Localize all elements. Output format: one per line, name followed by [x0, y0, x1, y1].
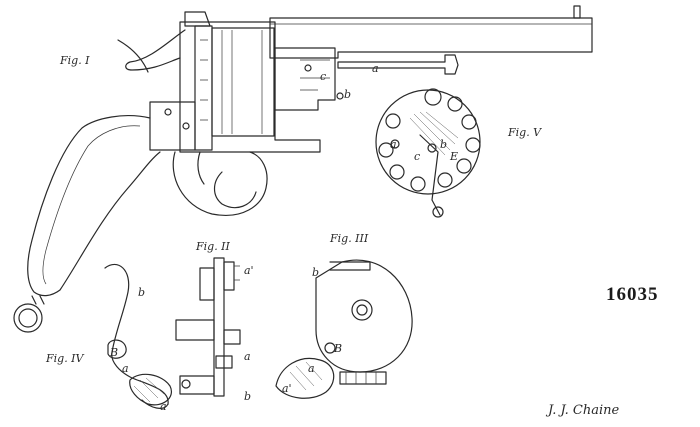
front-sight [573, 5, 581, 19]
hatching [409, 111, 459, 156]
fig2-label-a: a [244, 350, 251, 363]
fig3-label-B: B [333, 342, 342, 355]
inventor-signature: J. J. Chaine [545, 403, 620, 418]
middle-latch [223, 329, 241, 345]
fig3-disc: b B a' a Fig. III [275, 232, 413, 399]
hammer-spur [117, 39, 149, 73]
disc-hub-inner [356, 304, 368, 316]
fig2-label-a1: a' [244, 264, 254, 277]
lower-latch [215, 355, 233, 369]
plate-screw-2 [182, 122, 190, 130]
latch-hatch [289, 361, 323, 391]
gate-screw [304, 64, 312, 72]
fig3-label-b: b [312, 266, 319, 279]
plate-screw-1 [164, 108, 172, 116]
frame [179, 21, 321, 153]
grip-part-outline [104, 263, 169, 409]
fig5-caption: Fig. V [507, 126, 542, 139]
gate-pin [336, 92, 344, 100]
fig2-caption: Fig. II [195, 240, 231, 253]
fig2-label-b: b [244, 390, 251, 403]
fig5-label-e: E [449, 150, 458, 163]
fig1-caption: Fig. I [59, 54, 90, 67]
fig4-label-b: b [138, 286, 145, 299]
fig1-revolver: Fig. I a b c [13, 5, 593, 333]
recoil-shield-ticks [200, 39, 208, 121]
grip-inner-outline [42, 125, 141, 285]
fig3-label-a: a [308, 362, 315, 375]
disc-outline [315, 259, 413, 373]
middle-arm [175, 319, 215, 341]
fig4-label-a: a [122, 362, 129, 375]
chambers [378, 88, 481, 192]
cylinder [211, 27, 275, 137]
lanyard-ring [13, 303, 43, 333]
hammer [125, 29, 186, 71]
fig1-label-c: c [320, 70, 326, 83]
cylinder-face [375, 89, 481, 195]
disc-notch [329, 261, 371, 271]
trigger [197, 151, 205, 185]
grip [27, 115, 161, 297]
fig4-grip-part: b B a a' Fig. IV [45, 263, 172, 413]
pivot-b [107, 339, 127, 359]
lanyard-ring-inner [18, 308, 38, 328]
fig1-label-b: b [344, 88, 351, 101]
side-plate [149, 101, 196, 151]
upper-block [199, 267, 215, 301]
fig1-label-a: a [372, 62, 379, 75]
base-ridges [345, 372, 377, 384]
extractor-arm [419, 134, 441, 216]
ejector-rod [337, 54, 459, 75]
lower-pin [181, 379, 191, 389]
fig5-label-a: a [390, 138, 397, 151]
disc-base [339, 371, 387, 385]
trigger-guard [172, 151, 268, 216]
latch-a [275, 357, 335, 399]
trigger-guard-inner [213, 171, 257, 209]
lanyard-loop [31, 295, 45, 305]
recoil-shield [194, 25, 213, 151]
barrel [269, 17, 593, 59]
fig5-label-b: b [440, 138, 447, 151]
gate-detail-lines [300, 59, 330, 91]
upper-pawl [223, 261, 235, 291]
disc-hub [351, 299, 373, 321]
lever-a [129, 373, 172, 406]
fig5-cylinder-end-view: a b c E Fig. V [375, 88, 542, 218]
latch-pin [324, 342, 336, 354]
center-hub [427, 143, 437, 153]
fig3-label-a1: a' [282, 382, 292, 395]
fig4-caption: Fig. IV [45, 352, 85, 365]
pin-a [390, 139, 400, 149]
fig3-caption: Fig. III [329, 232, 369, 245]
lever-hatch [133, 377, 165, 403]
fig2-lock-section: a' a b Fig. II [175, 240, 254, 403]
pawl-ticks [234, 265, 240, 281]
cylinder-flutes [221, 30, 263, 134]
fig4-label-a1: a' [160, 400, 170, 413]
hammer-top [184, 11, 211, 27]
patent-number: 16035 [606, 284, 659, 305]
loading-gate-block [274, 47, 336, 111]
fig4-label-B: B [109, 346, 118, 359]
fig5-label-c: c [414, 150, 420, 163]
lower-arm [179, 375, 215, 395]
main-plate [213, 257, 225, 397]
arm-pivot [432, 206, 444, 218]
